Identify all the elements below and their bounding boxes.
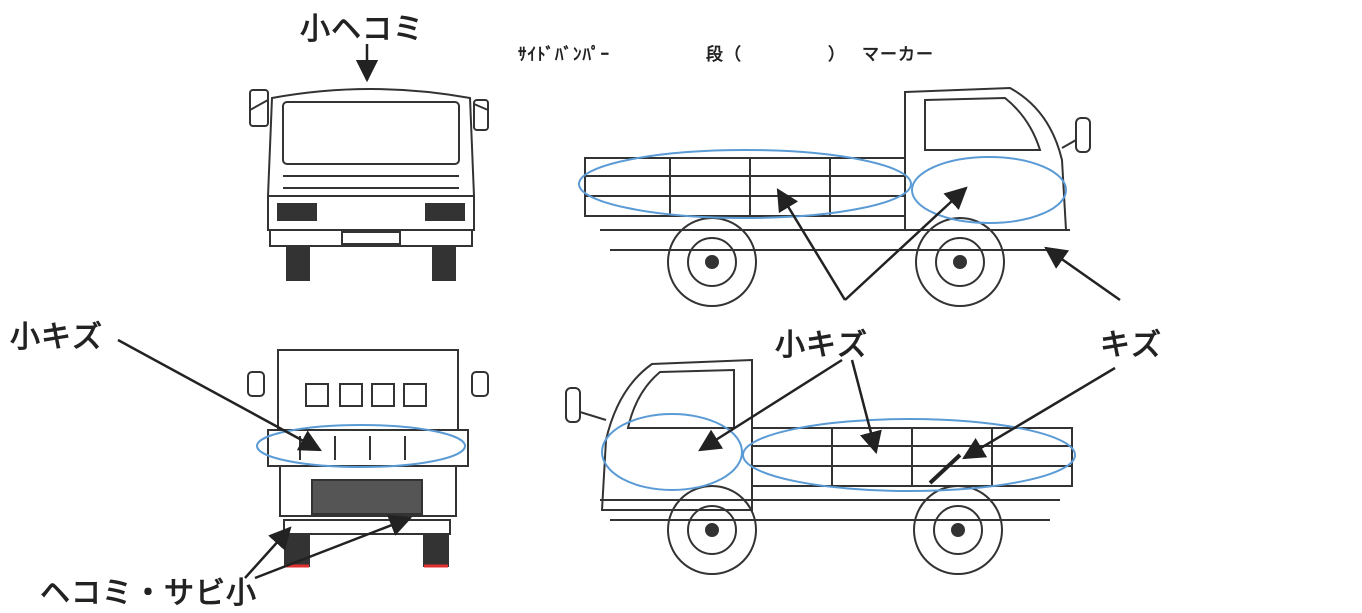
truck-side-view-left (565, 358, 1073, 575)
highlight-bottom-cab-corner (601, 413, 743, 491)
arrow-top-bumper-scratch (1044, 246, 1121, 302)
arrow-bottom-cab (698, 358, 843, 452)
label-front-roof-dent: 小ヘコミ (300, 12, 424, 47)
truck-front-view (249, 88, 489, 281)
scratch-mark (928, 453, 962, 485)
header-step-open: 段（ (706, 45, 742, 65)
arrow-rear-dent-right (254, 514, 413, 580)
arrow-rear-scratch (117, 338, 322, 452)
header-step-close: ） (828, 45, 846, 65)
label-rear-dent-rust: ヘコミ・サビ小 (40, 576, 257, 611)
label-side-scratch: キズ (1100, 328, 1162, 363)
highlight-top-cab-corner (911, 156, 1067, 224)
header-marker: マーカー (862, 45, 934, 65)
label-side-small-scratch: 小キズ (775, 328, 868, 363)
arrow-rear-dent-left (244, 526, 292, 579)
highlight-top-cargo-side (578, 149, 912, 219)
arrow-top-cab (844, 186, 968, 301)
highlight-rear-bumper (256, 424, 466, 468)
arrow-bottom-cargo (850, 359, 882, 455)
arrow-bottom-cargo-scratch (962, 366, 1116, 460)
arrow-top-cargo (776, 188, 847, 301)
header-side-bumper: ｻｲﾄﾞﾊﾞﾝﾊﾟｰ (518, 45, 610, 65)
highlight-bottom-cargo-side (742, 418, 1076, 492)
label-rear-small-scratch: 小キズ (10, 320, 103, 355)
truck-side-view-right (584, 86, 1091, 307)
